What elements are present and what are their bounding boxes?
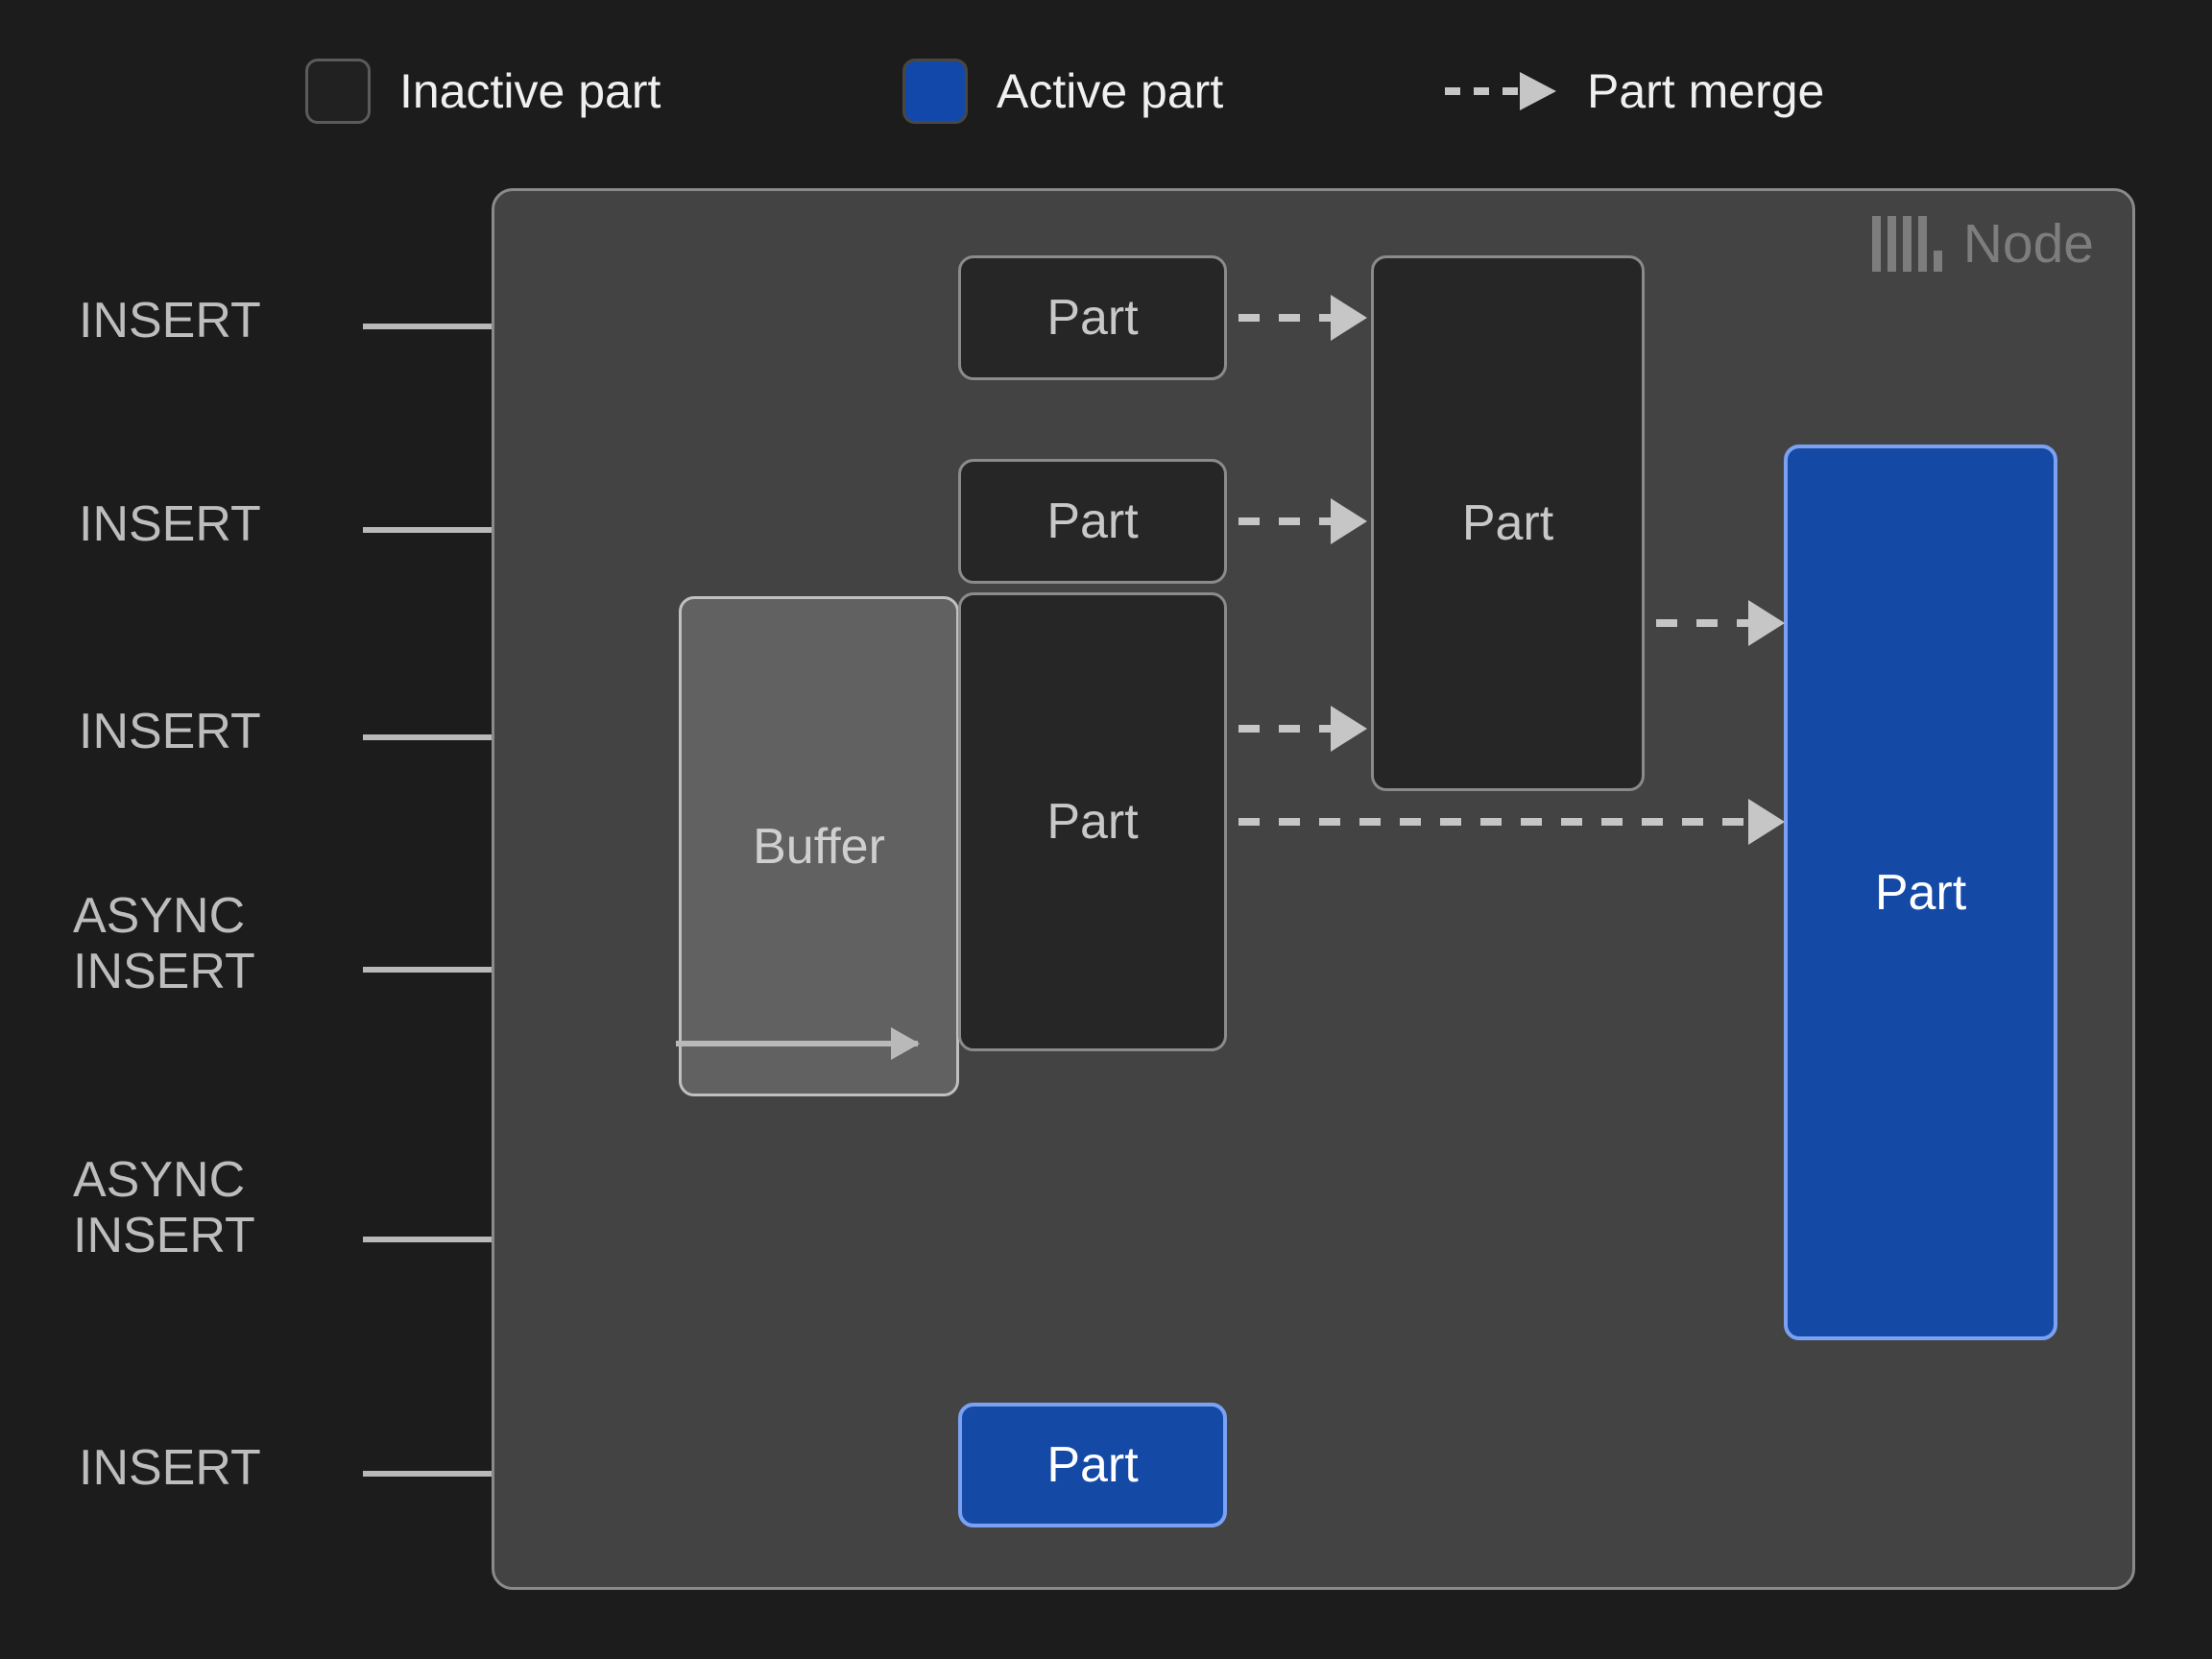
inactive-part-swatch-icon <box>305 59 371 124</box>
part-box-direct-insert-active[interactable]: Part <box>958 1403 1227 1527</box>
buffer-to-part-arrow <box>676 1027 920 1060</box>
merge-arrow-4 <box>1656 600 1785 646</box>
part-box-insert-1[interactable]: Part <box>958 255 1227 380</box>
part-box-insert-2[interactable]: Part <box>958 459 1227 584</box>
source-label-async-insert-1: ASYNC INSERT <box>73 888 255 1000</box>
merge-arrow-2 <box>1238 498 1367 544</box>
part-box-final-active[interactable]: Part <box>1784 445 2057 1340</box>
legend-label-active-part: Active part <box>997 64 1224 118</box>
merge-arrow-3 <box>1238 706 1367 752</box>
part-box-from-buffer[interactable]: Part <box>958 592 1227 1051</box>
legend-item-active-part: Active part <box>902 38 1223 144</box>
legend-label-part-merge: Part merge <box>1587 64 1825 118</box>
clickhouse-logo-icon <box>1871 216 1942 272</box>
node-container: Node Part Part Part Part Buffer Part Par… <box>492 188 2135 1590</box>
merge-arrow-1 <box>1238 295 1367 341</box>
dashed-arrow-icon <box>1445 72 1558 110</box>
node-title: Node <box>1962 212 2094 275</box>
active-part-swatch-icon <box>902 59 968 124</box>
source-label-insert-3: INSERT <box>79 704 261 759</box>
legend-item-inactive-part: Inactive part <box>305 38 661 144</box>
source-label-insert-4: INSERT <box>79 1440 261 1496</box>
part-box-merged[interactable]: Part <box>1371 255 1645 791</box>
legend-item-part-merge: Part merge <box>1445 38 1824 144</box>
legend: Inactive part Active part Part merge <box>0 38 2212 144</box>
source-label-insert-2: INSERT <box>79 496 261 552</box>
node-badge: Node <box>1871 212 2094 275</box>
source-label-insert-1: INSERT <box>79 293 261 349</box>
legend-label-inactive-part: Inactive part <box>399 64 661 118</box>
merge-arrow-5 <box>1238 799 1785 845</box>
source-label-async-insert-2: ASYNC INSERT <box>73 1152 255 1264</box>
buffer-box-full[interactable]: Buffer <box>679 596 959 1096</box>
